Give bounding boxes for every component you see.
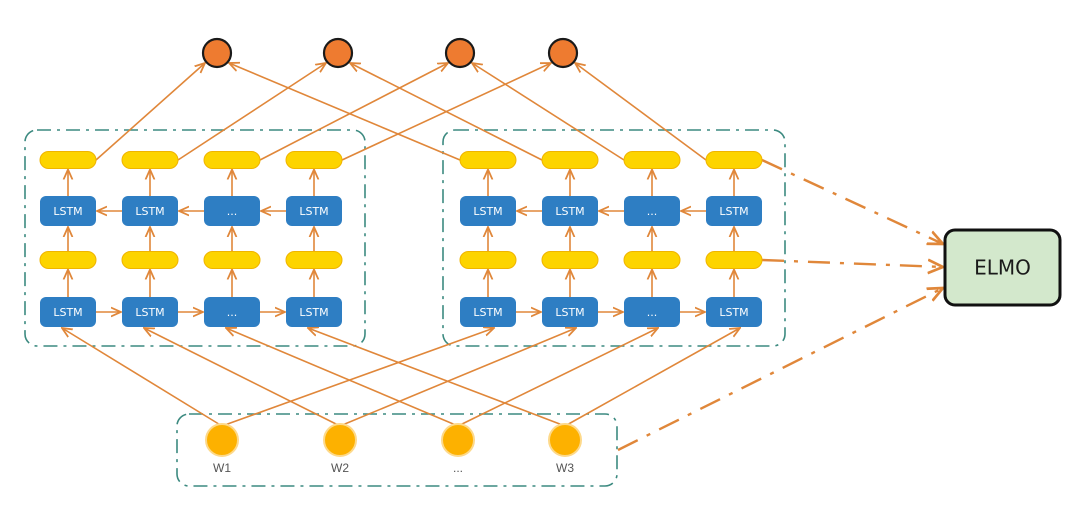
lstm-cell bbox=[204, 297, 260, 327]
output-connection-arrow bbox=[575, 63, 707, 161]
elmo-box bbox=[943, 228, 1062, 307]
output-node bbox=[547, 37, 579, 69]
input-word-label: W1 bbox=[213, 461, 231, 475]
hidden-state-pill bbox=[623, 251, 681, 269]
input-connection-arrow bbox=[457, 328, 658, 427]
input-word-node bbox=[441, 423, 475, 457]
input-word-label: W3 bbox=[556, 461, 574, 475]
lstm-label: LSTM bbox=[299, 306, 328, 319]
input-connection-arrow bbox=[308, 328, 566, 427]
lstm-cell bbox=[542, 196, 598, 226]
lstm-block-border-2 bbox=[442, 129, 786, 347]
hidden-state-pill bbox=[121, 251, 179, 269]
hidden-state-pill bbox=[705, 251, 763, 269]
lstm-label: LSTM bbox=[719, 205, 748, 218]
input-group-border bbox=[176, 413, 618, 487]
lstm-label: ... bbox=[647, 205, 658, 218]
hidden-state-pill bbox=[285, 151, 343, 169]
hidden-state-pill bbox=[121, 151, 179, 169]
hidden-state-pill bbox=[203, 251, 261, 269]
lstm-cell bbox=[706, 297, 762, 327]
hidden-state-pill bbox=[285, 251, 343, 269]
input-word-label: ... bbox=[453, 461, 463, 475]
lstm-label: LSTM bbox=[555, 205, 584, 218]
lstm-cell bbox=[122, 196, 178, 226]
lstm-cell bbox=[460, 196, 516, 226]
output-connection-arrow bbox=[229, 63, 461, 161]
input-word-node bbox=[548, 423, 582, 457]
input-connection-arrow bbox=[221, 328, 494, 427]
input-connection-arrow bbox=[339, 328, 576, 427]
elmo-mid-arrow bbox=[761, 260, 943, 267]
lstm-block-border-1 bbox=[24, 129, 366, 347]
input-connection-arrow bbox=[564, 328, 740, 427]
hidden-state-pill bbox=[39, 151, 97, 169]
input-word-label: W2 bbox=[331, 461, 349, 475]
lstm-cell bbox=[706, 196, 762, 226]
hidden-state-pill bbox=[541, 151, 599, 169]
elmo-label: ELMO bbox=[974, 256, 1031, 280]
lstm-cell bbox=[286, 297, 342, 327]
input-word-node bbox=[205, 423, 239, 457]
output-connection-arrow bbox=[350, 63, 543, 161]
hidden-state-pill bbox=[459, 151, 517, 169]
elmo-input-arrow bbox=[617, 288, 943, 452]
output-connection-arrow bbox=[95, 63, 205, 161]
hidden-state-pill bbox=[39, 251, 97, 269]
output-node bbox=[201, 37, 233, 69]
output-node bbox=[322, 37, 354, 69]
lstm-label: LSTM bbox=[135, 205, 164, 218]
lstm-cell bbox=[542, 297, 598, 327]
lstm-cell bbox=[624, 196, 680, 226]
lstm-cell bbox=[40, 297, 96, 327]
input-connection-arrow bbox=[226, 328, 459, 427]
elmo-top-arrow bbox=[761, 158, 943, 244]
lstm-label: LSTM bbox=[299, 205, 328, 218]
lstm-cell bbox=[122, 297, 178, 327]
hidden-state-pill bbox=[203, 151, 261, 169]
hidden-state-pill bbox=[541, 251, 599, 269]
input-connection-arrow bbox=[144, 328, 341, 427]
input-word-node bbox=[323, 423, 357, 457]
output-connection-arrow bbox=[472, 63, 625, 161]
output-connection-arrow bbox=[259, 63, 448, 161]
lstm-label: LSTM bbox=[555, 306, 584, 319]
lstm-label: LSTM bbox=[53, 205, 82, 218]
output-connection-arrow bbox=[177, 63, 326, 161]
lstm-cell bbox=[624, 297, 680, 327]
lstm-label: LSTM bbox=[473, 205, 502, 218]
hidden-state-pill bbox=[623, 151, 681, 169]
lstm-label: ... bbox=[647, 306, 658, 319]
output-node bbox=[444, 37, 476, 69]
hidden-state-pill bbox=[459, 251, 517, 269]
lstm-cell bbox=[204, 196, 260, 226]
lstm-cell bbox=[40, 196, 96, 226]
lstm-cell bbox=[286, 196, 342, 226]
lstm-cell bbox=[460, 297, 516, 327]
lstm-label: LSTM bbox=[53, 306, 82, 319]
hidden-state-pill bbox=[705, 151, 763, 169]
lstm-label: LSTM bbox=[135, 306, 164, 319]
lstm-label: ... bbox=[227, 306, 238, 319]
lstm-label: ... bbox=[227, 205, 238, 218]
lstm-label: LSTM bbox=[473, 306, 502, 319]
lstm-label: LSTM bbox=[719, 306, 748, 319]
input-connection-arrow bbox=[62, 328, 223, 427]
